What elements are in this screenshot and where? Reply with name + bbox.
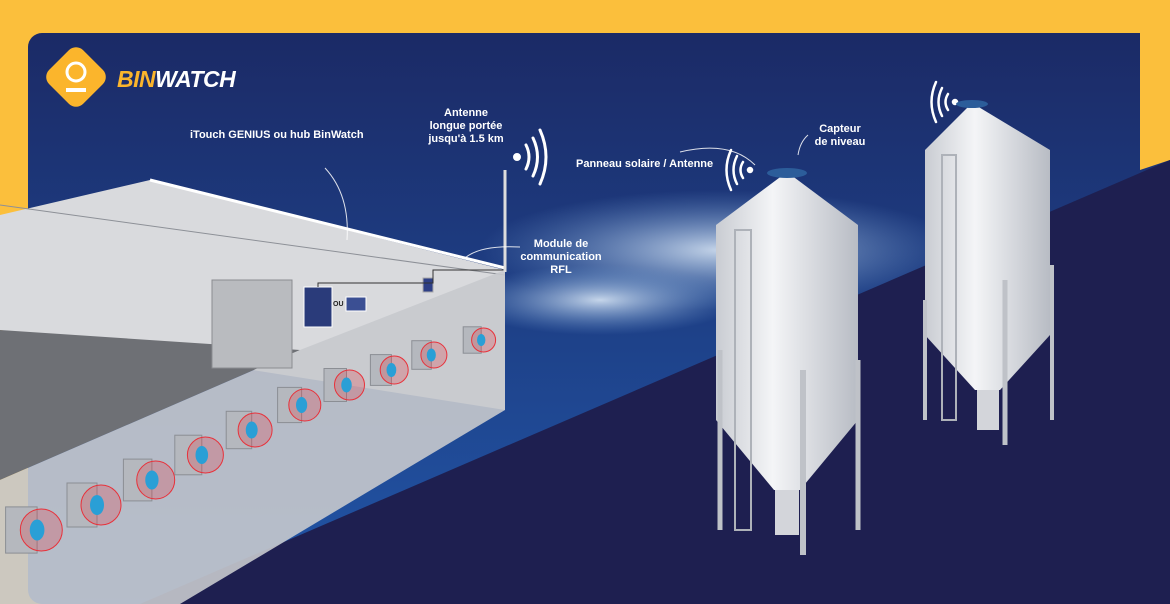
fan-hub [29, 519, 45, 541]
fans [5, 326, 497, 554]
fan-hub [195, 446, 209, 464]
fan-hub [145, 470, 159, 490]
module-label-line: RFL [550, 264, 572, 276]
module-label-line: communication [520, 251, 602, 263]
silo-front [716, 168, 861, 555]
hub-label: iTouch GENIUS ou hub BinWatch [190, 129, 364, 141]
barn-door [211, 279, 293, 369]
antenna-label-line: longue portée [429, 120, 503, 132]
antenna-label-line: Antenne [444, 107, 488, 119]
fan-hub [477, 334, 486, 346]
wifi-icon [725, 148, 754, 192]
sensor-label-line: de niveau [814, 136, 866, 148]
rfl-module [422, 277, 434, 293]
wifi-icon [513, 128, 548, 186]
solar-label: Panneau solaire / Antenne [576, 158, 714, 170]
sensor-label-line: Capteur [819, 123, 861, 135]
cloud [460, 265, 740, 335]
hub-device [345, 296, 367, 312]
binwatch-logo-icon [46, 47, 106, 107]
sensor-label: Capteur de niveau [810, 123, 870, 149]
fan-hub [90, 495, 104, 515]
ground [140, 160, 1170, 604]
silo-back [923, 100, 1054, 445]
module-label: Module de communication RFL [514, 238, 608, 277]
module-label-line: Module de [533, 238, 589, 250]
pointer-arrows [324, 134, 809, 259]
touchscreen-device [303, 286, 333, 328]
fan-hub [426, 348, 436, 362]
antenna-label: Antenne longue portée jusqu'à 1.5 km [414, 107, 518, 146]
antenna-label-line: jusqu'à 1.5 km [428, 133, 504, 145]
wifi-icon [930, 80, 959, 124]
or-label: OU [333, 301, 344, 308]
frame-right [1140, 0, 1170, 170]
fan-hub [245, 421, 258, 439]
fan-hub [296, 397, 308, 413]
fan-hub [386, 363, 397, 377]
fan-hub [341, 377, 352, 393]
brand-name: BINWATCH [117, 66, 236, 92]
